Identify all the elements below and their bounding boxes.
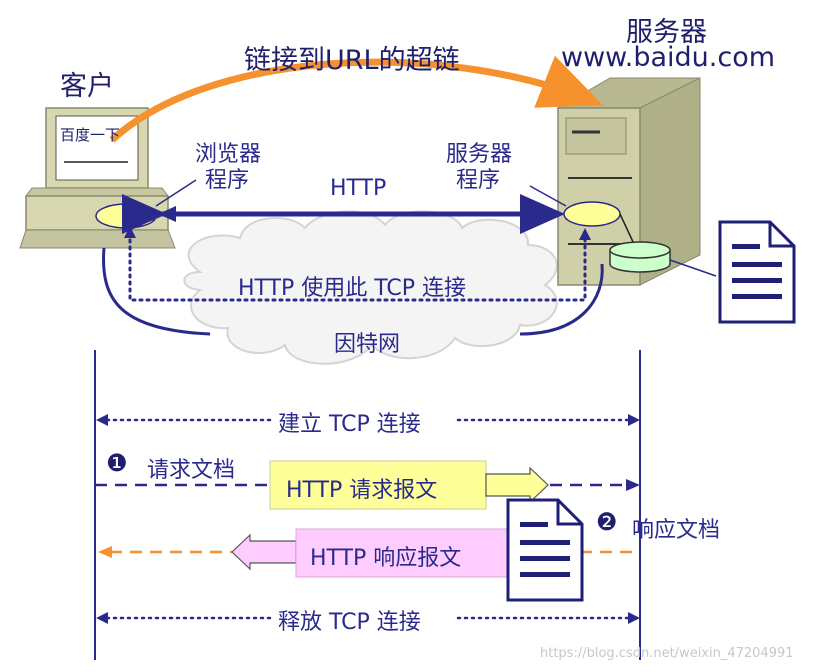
hyperlink-label: 链接到URL的超链: [244, 45, 460, 76]
response-step-number: ❷: [596, 508, 618, 536]
response-message-label: HTTP 响应报文: [310, 546, 462, 571]
request-step-number: ❶: [106, 449, 128, 477]
client-label: 客户: [60, 71, 114, 102]
establish-tcp-label: 建立 TCP 连接: [278, 412, 421, 437]
server-computer: [556, 77, 701, 286]
server-program-ellipse: [563, 201, 621, 227]
browser-label-line1: 浏览器: [195, 142, 262, 167]
release-tcp-label: 释放 TCP 连接: [278, 610, 421, 635]
response-document-icon: [506, 498, 584, 602]
server-program-label-line2: 程序: [456, 168, 501, 193]
response-box: [295, 528, 513, 578]
request-box: [269, 460, 487, 510]
tcp-usage-label: HTTP 使用此 TCP 连接: [238, 276, 467, 301]
server-program-label-line1: 服务器: [446, 142, 513, 167]
tcp-connection-path: [128, 224, 587, 302]
client-network-line: [102, 247, 211, 336]
request-arrow: [485, 466, 549, 504]
document-icon: [718, 220, 796, 324]
response-arrow: [231, 533, 297, 571]
response-document-label: 响应文档: [632, 518, 721, 543]
hyperlink-arrow: [109, 55, 604, 143]
browser-label-line2: 程序: [205, 168, 250, 193]
server-label: 服务器: [626, 17, 707, 48]
server-domain: www.baidu.com: [561, 42, 776, 73]
watermark: https://blog.csdn.net/weixin_47204991: [540, 646, 794, 661]
client-screen-text: 百度一下: [60, 126, 121, 144]
request-document-label: 请求文档: [147, 458, 236, 483]
server-network-line: [519, 263, 604, 336]
browser-ellipse: [95, 203, 157, 229]
request-message-label: HTTP 请求报文: [286, 478, 438, 503]
internet-label: 因特网: [334, 332, 401, 357]
http-label: HTTP: [330, 176, 387, 201]
